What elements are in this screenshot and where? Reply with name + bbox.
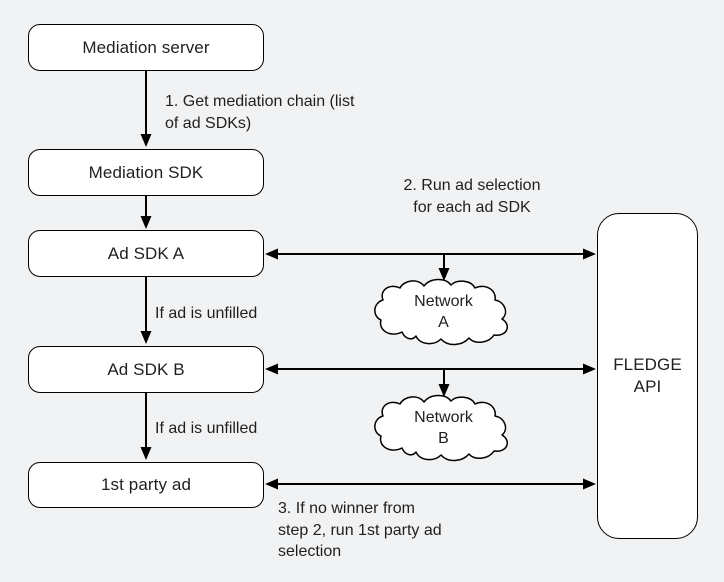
node-mediation-sdk: Mediation SDK [28, 149, 264, 196]
annotation-unfilled-a: If ad is unfilled [155, 305, 258, 322]
node-first-party-ad: 1st party ad [28, 462, 264, 508]
arrowhead-down-icon [140, 134, 152, 147]
arrowhead-right-icon [583, 248, 596, 260]
arrowhead-down-icon [438, 384, 450, 397]
arrowhead-down-icon [438, 268, 450, 281]
arrowhead-left-icon [265, 248, 278, 260]
node-mediation-sdk-label: Mediation SDK [88, 162, 204, 182]
cloud-network-a-label: Network A [414, 293, 473, 331]
cloud-network-b [374, 394, 509, 462]
arrowhead-left-icon [265, 363, 278, 375]
cloud-network-b-label: Network B [414, 409, 473, 447]
annotation-step1: 1. Get mediation chain (list of ad SDKs) [165, 93, 355, 132]
node-mediation-server: Mediation server [28, 24, 264, 71]
annotation-unfilled-b: If ad is unfilled [155, 420, 258, 437]
node-first-party-ad-label: 1st party ad [100, 475, 192, 494]
arrowhead-left-icon [265, 478, 278, 490]
node-fledge-api-label: FLEDGE API [613, 355, 682, 396]
cloud-network-a [374, 278, 509, 346]
node-ad-sdk-a: Ad SDK A [28, 230, 264, 277]
arrowhead-down-icon [140, 331, 152, 344]
node-ad-sdk-b: Ad SDK B [28, 346, 264, 393]
arrowhead-down-icon [140, 447, 152, 460]
arrowhead-right-icon [583, 363, 596, 375]
arrowhead-right-icon [583, 478, 596, 490]
annotation-step2: 2. Run ad selection for each ad SDK [403, 177, 541, 216]
arrowhead-down-icon [140, 216, 152, 229]
node-fledge-api: FLEDGE API [597, 213, 698, 539]
node-mediation-server-label: Mediation server [82, 37, 210, 57]
annotation-step3: 3. If no winner from step 2, run 1st par… [278, 500, 442, 560]
node-ad-sdk-b-label: Ad SDK B [107, 359, 185, 379]
node-ad-sdk-a-label: Ad SDK A [107, 243, 185, 263]
